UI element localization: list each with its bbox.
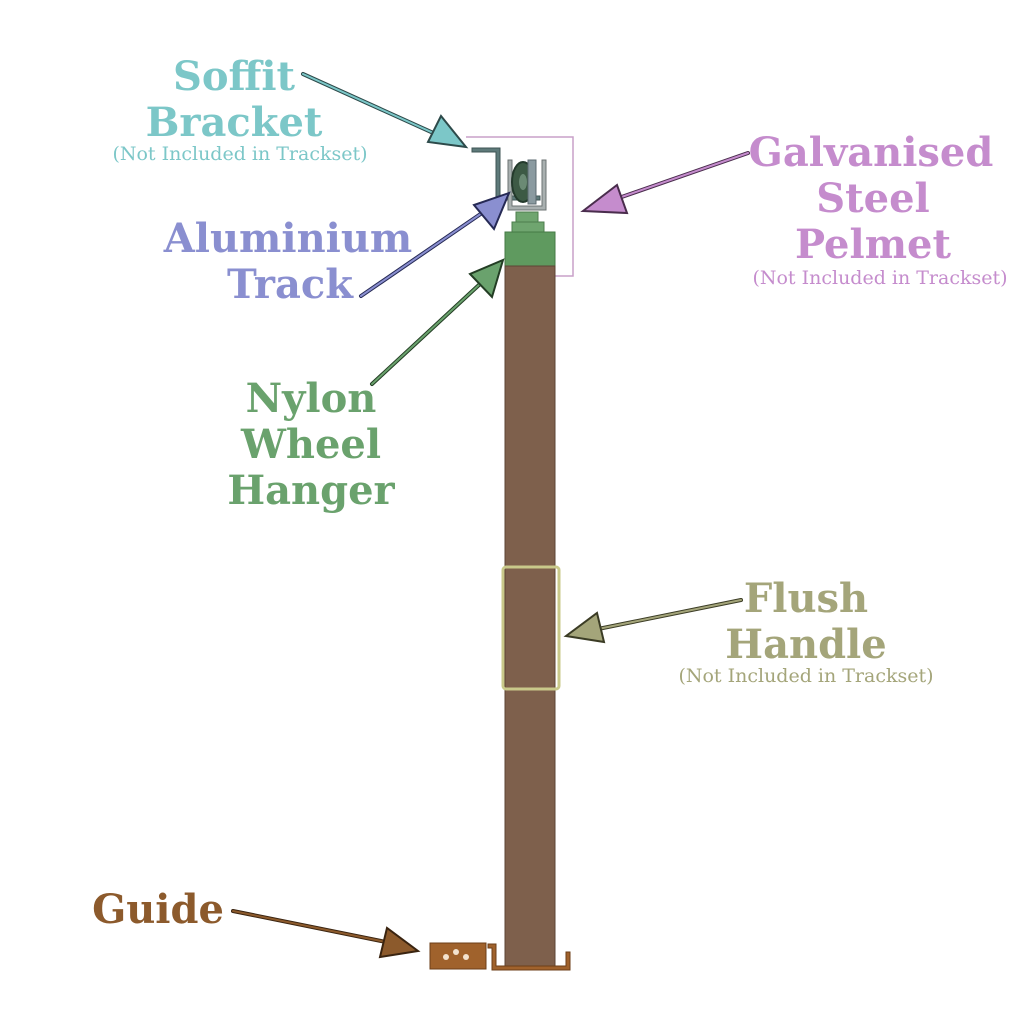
soffit-note: (Not Included in Trackset) xyxy=(112,143,367,165)
guide-screw-1 xyxy=(443,954,449,960)
galvanised-steel-pelmet xyxy=(466,136,574,277)
arrow-nylon xyxy=(370,258,505,386)
galvanised-line2: Steel xyxy=(816,175,929,222)
hanger-stem xyxy=(515,211,539,223)
guide-rail xyxy=(487,943,571,971)
nylon-line3: Hanger xyxy=(227,467,395,514)
label-soffit-bracket: Soffit Bracket (Not Included in Trackset… xyxy=(112,53,367,165)
guide-block xyxy=(429,942,487,970)
flush-handle xyxy=(501,565,561,691)
galvanised-note: (Not Included in Trackset) xyxy=(752,267,1007,289)
arrow-galvanised xyxy=(580,151,750,215)
arrow-flush xyxy=(563,598,743,644)
flush-note: (Not Included in Trackset) xyxy=(678,665,933,687)
galvanised-line1: Galvanised xyxy=(749,129,994,176)
nylon-line2: Wheel xyxy=(240,421,381,468)
guide-screw-3 xyxy=(463,954,469,960)
hanger-body xyxy=(504,231,556,267)
aluminium-line1: Aluminium xyxy=(163,215,413,262)
arrow-guide xyxy=(231,909,421,959)
soffit-line1: Soffit xyxy=(173,53,296,100)
guide-screw-2 xyxy=(453,949,459,955)
flush-line2: Handle xyxy=(725,621,886,668)
label-guide: Guide xyxy=(92,886,224,933)
nylon-line1: Nylon xyxy=(246,375,377,422)
label-nylon-wheel-hanger: Nylon Wheel Hanger xyxy=(227,375,395,514)
door-panel xyxy=(504,265,556,967)
galvanised-line3: Pelmet xyxy=(795,221,951,268)
label-aluminium-track: Aluminium Track xyxy=(163,215,413,308)
wheel-hub xyxy=(519,174,527,190)
label-galvanised-steel-pelmet: Galvanised Steel Pelmet (Not Included in… xyxy=(749,129,1008,289)
guide-line1: Guide xyxy=(92,886,224,933)
label-flush-handle: Flush Handle (Not Included in Trackset) xyxy=(678,575,933,687)
hanger-cap xyxy=(511,221,545,233)
arrow-aluminium xyxy=(359,191,511,298)
soffit-bracket xyxy=(471,147,541,201)
flush-line1: Flush xyxy=(744,575,868,622)
arrow-soffit xyxy=(301,72,469,149)
soffit-line2: Bracket xyxy=(146,99,323,146)
wheel-axle-plate xyxy=(527,159,537,205)
aluminium-line2: Track xyxy=(227,261,354,308)
